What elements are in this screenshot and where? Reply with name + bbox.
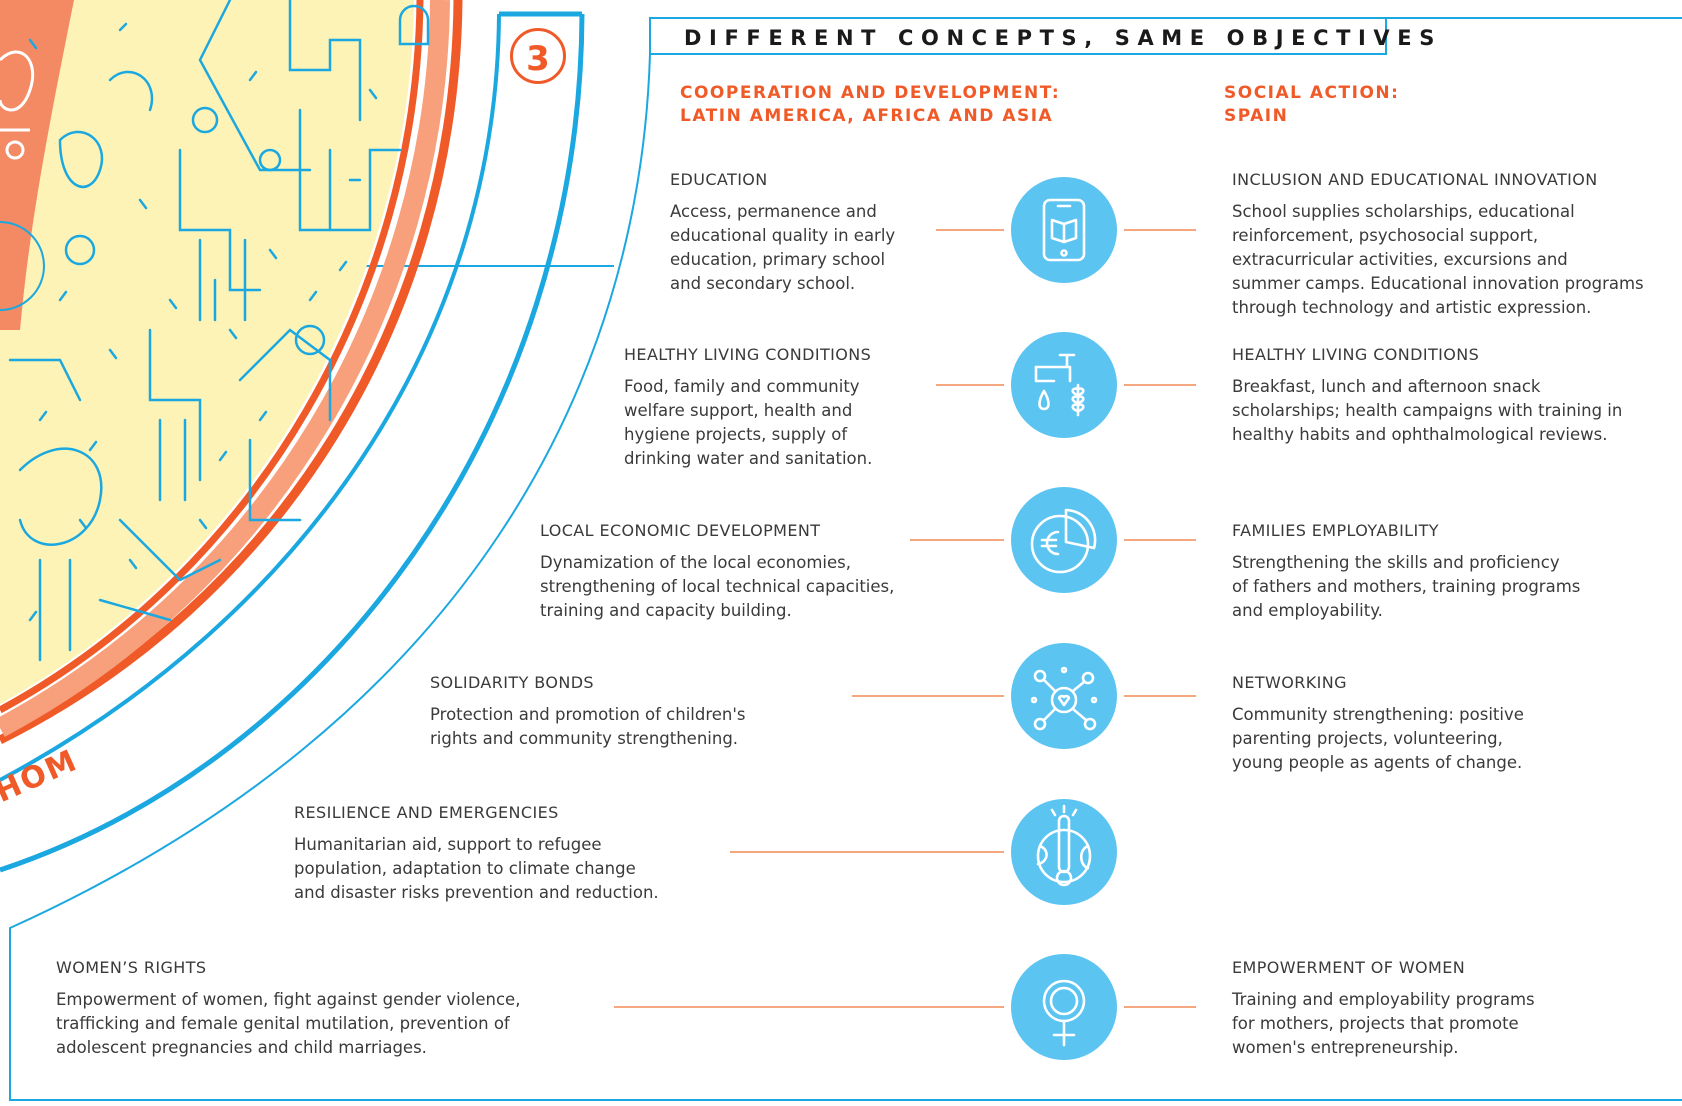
left-section-title: HEALTHY LIVING CONDITIONS xyxy=(624,345,872,364)
description-line: Community strengthening: positive xyxy=(1232,705,1524,724)
tablet-book-icon xyxy=(1011,177,1117,283)
description-line: welfare support, health and xyxy=(624,401,853,420)
left-section-title: LOCAL ECONOMIC DEVELOPMENT xyxy=(540,521,821,540)
right-section-title: INCLUSION AND EDUCATIONAL INNOVATION xyxy=(1232,170,1598,189)
description-line: for mothers, projects that promote xyxy=(1232,1014,1519,1033)
description-line: training and capacity building. xyxy=(540,601,792,620)
left-section-description: Food, family and community welfare suppor… xyxy=(624,375,872,471)
description-line: trafficking and female genital mutilatio… xyxy=(56,1014,510,1033)
description-line: young people as agents of change. xyxy=(1232,753,1523,772)
column-heading-line: SPAIN xyxy=(1224,106,1289,126)
left-section-description: Dynamization of the local economies, stre… xyxy=(540,551,894,623)
right-section-description: Community strengthening: positive parenti… xyxy=(1232,703,1524,775)
left-section-description: Access, permanence and educational qualit… xyxy=(670,200,895,296)
right-section-title: NETWORKING xyxy=(1232,673,1347,692)
figure-outline xyxy=(0,50,35,160)
page-title: DIFFERENT CONCEPTS, SAME OBJECTIVES xyxy=(684,26,1442,50)
description-line: through technology and artistic expressi… xyxy=(1232,298,1592,317)
description-line: education, primary school xyxy=(670,250,886,269)
euro-pie-chart-icon xyxy=(1011,487,1117,593)
salmon-band xyxy=(0,0,74,330)
description-line: parenting projects, volunteering, xyxy=(1232,729,1503,748)
description-line: Strengthening the skills and proficiency xyxy=(1232,553,1560,572)
description-line: strengthening of local technical capacit… xyxy=(540,577,895,596)
description-line: summer camps. Educational innovation pro… xyxy=(1232,274,1644,293)
description-line: Humanitarian aid, support to refugee xyxy=(294,835,602,854)
dash-pattern xyxy=(28,22,378,622)
globe-thermometer-icon xyxy=(1011,799,1117,905)
step-number-badge: 3 xyxy=(510,28,566,84)
description-line: hygiene projects, supply of xyxy=(624,425,848,444)
left-section-description: Humanitarian aid, support to refugee popu… xyxy=(294,833,659,905)
description-line: extracurricular activities, excursions a… xyxy=(1232,250,1568,269)
left-section-description: Empowerment of women, fight against gend… xyxy=(56,988,520,1060)
water-tap-wheat-icon xyxy=(1011,332,1117,438)
description-line: Breakfast, lunch and afternoon snack xyxy=(1232,377,1541,396)
description-line: adolescent pregnancies and child marriag… xyxy=(56,1038,427,1057)
right-section-description: School supplies scholarships, educationa… xyxy=(1232,200,1644,320)
description-line: Protection and promotion of children's xyxy=(430,705,746,724)
description-line: drinking water and sanitation. xyxy=(624,449,873,468)
right-section-description: Training and employability programs for m… xyxy=(1232,988,1535,1060)
description-line: Access, permanence and xyxy=(670,202,877,221)
right-section-title: EMPOWERMENT OF WOMEN xyxy=(1232,958,1466,977)
left-section-description: Protection and promotion of children's ri… xyxy=(430,703,746,751)
description-line: scholarships; health campaigns with trai… xyxy=(1232,401,1623,420)
female-symbol-icon xyxy=(1011,954,1117,1060)
column-heading-social-action: SOCIAL ACTION: SPAIN xyxy=(1224,82,1399,128)
line-art xyxy=(8,0,430,662)
right-section-description: Breakfast, lunch and afternoon snack scho… xyxy=(1232,375,1622,447)
description-line: of fathers and mothers, training program… xyxy=(1232,577,1581,596)
column-heading-line: SOCIAL ACTION: xyxy=(1224,83,1400,103)
right-section-title: HEALTHY LIVING CONDITIONS xyxy=(1232,345,1480,364)
illustration-fill xyxy=(0,0,414,704)
description-line: School supplies scholarships, educationa… xyxy=(1232,202,1575,221)
network-heart-icon xyxy=(1011,643,1117,749)
right-section-description: Strengthening the skills and proficiency… xyxy=(1232,551,1580,623)
description-line: rights and community strengthening. xyxy=(430,729,739,748)
column-heading-line: COOPERATION AND DEVELOPMENT: xyxy=(680,83,1061,103)
description-line: population, adaptation to climate change xyxy=(294,859,636,878)
left-section-title: RESILIENCE AND EMERGENCIES xyxy=(294,803,559,822)
left-section-title: EDUCATION xyxy=(670,170,768,189)
description-line: healthy habits and ophthalmological revi… xyxy=(1232,425,1608,444)
arc-rings xyxy=(0,0,585,873)
right-section-title: FAMILIES EMPLOYABILITY xyxy=(1232,521,1439,540)
description-line: Empowerment of women, fight against gend… xyxy=(56,990,521,1009)
description-line: educational quality in early xyxy=(670,226,896,245)
description-line: reinforcement, psychosocial support, xyxy=(1232,226,1539,245)
left-section-title: SOLIDARITY BONDS xyxy=(430,673,594,692)
description-line: women's entrepreneurship. xyxy=(1232,1038,1459,1057)
column-heading-cooperation: COOPERATION AND DEVELOPMENT: LATIN AMERI… xyxy=(680,82,1060,128)
description-line: Food, family and community xyxy=(624,377,860,396)
description-line: and disaster risks prevention and reduct… xyxy=(294,883,659,902)
blue-half-circle xyxy=(0,221,45,311)
description-line: and employability. xyxy=(1232,601,1383,620)
column-heading-line: LATIN AMERICA, AFRICA AND ASIA xyxy=(680,106,1054,126)
description-line: Dynamization of the local economies, xyxy=(540,553,852,572)
description-line: and secondary school. xyxy=(670,274,856,293)
left-section-title: WOMEN’S RIGHTS xyxy=(56,958,207,977)
description-line: Training and employability programs xyxy=(1232,990,1535,1009)
